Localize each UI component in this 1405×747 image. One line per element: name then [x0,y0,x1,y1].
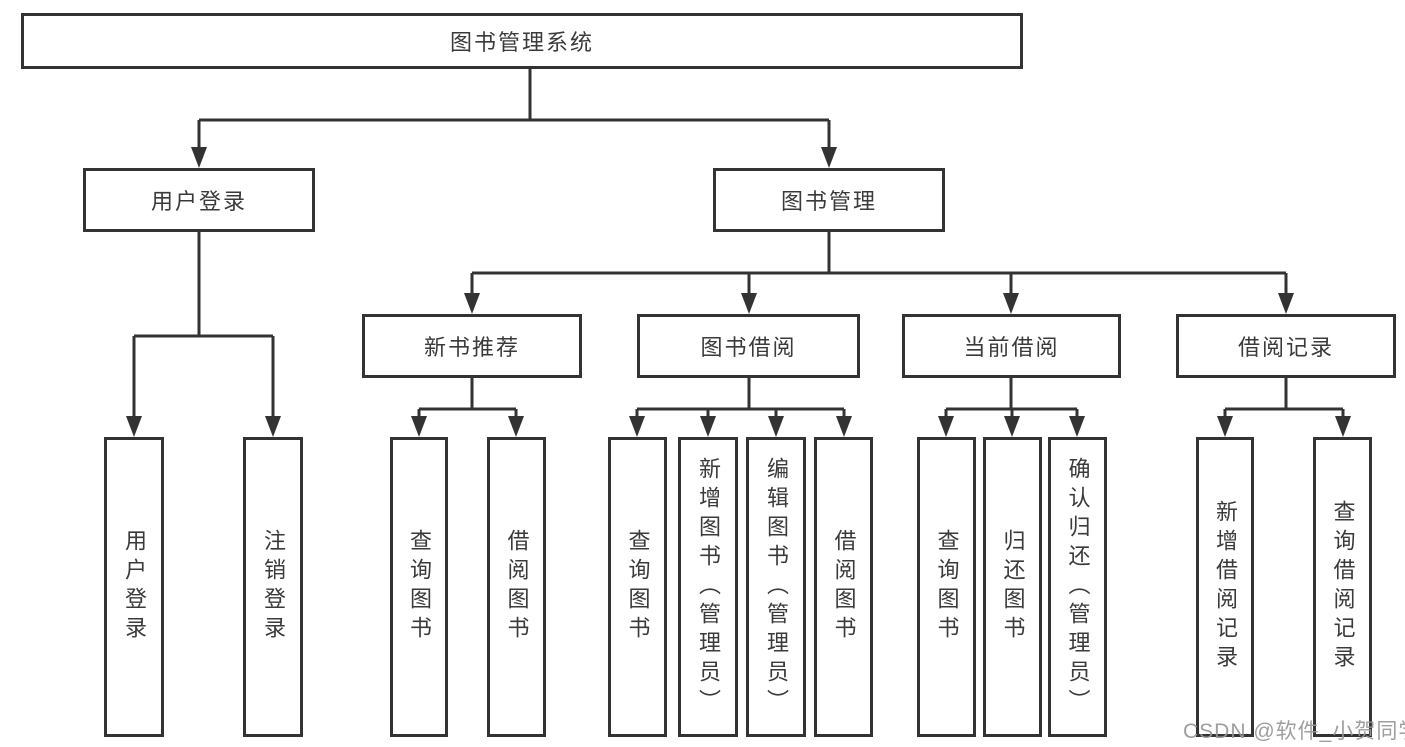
connector-book-borrow-to-leaves [635,378,846,416]
leaf-add-borrow-record: 新增借阅记录 [1196,437,1254,737]
leaf-confirm-return-admin: 确认归还（管理员） [1048,437,1107,737]
leaf-return-books: 归还图书 [983,437,1042,737]
node-root: 图书管理系统 [21,13,1023,69]
leaf-add-book-admin: 新增图书（管理员） [678,437,738,737]
node-new-book-recommend-label: 新书推荐 [423,335,520,360]
leaf-query-borrow-record: 查询借阅记录 [1313,437,1372,737]
node-book-borrow-label: 图书借阅 [700,335,797,360]
node-book-borrow: 图书借阅 [637,314,860,378]
leaf-logout: 注销登录 [243,437,303,737]
leaf-edit-book-admin: 编辑图书（管理员） [746,437,806,737]
node-book-management: 图书管理 [713,168,945,232]
leaf-query-books-recommend: 查询图书 [390,437,448,737]
leaf-borrow-books: 借阅图书 [814,437,873,737]
connector-new-book-to-leaves [417,378,518,416]
arrowheads-book-borrow-leaves [629,416,852,437]
connector-root-to-level2 [197,68,831,147]
node-user-login-label: 用户登录 [150,189,247,214]
node-new-book-recommend: 新书推荐 [362,314,582,378]
node-book-management-label: 图书管理 [780,189,877,214]
connector-book-mgmt-to-level3 [470,232,1288,293]
leaf-query-books-borrow: 查询图书 [608,437,667,737]
arrowheads-current-borrow-leaves [938,416,1085,437]
arrowheads-user-login-leaves [126,416,281,437]
connector-borrow-record-to-leaves [1223,378,1345,416]
leaf-borrow-books-recommend: 借阅图书 [487,437,546,737]
node-current-borrow-label: 当前借阅 [963,335,1060,360]
connector-current-borrow-to-leaves [944,378,1079,416]
arrowheads-level2 [191,147,837,168]
arrowheads-level3 [464,293,1294,314]
node-borrow-record-label: 借阅记录 [1237,335,1334,360]
leaf-user-login: 用户登录 [104,437,164,737]
leaf-query-books-current: 查询图书 [917,437,976,737]
node-root-label: 图书管理系统 [449,30,594,55]
connector-user-login-to-leaves [132,232,275,416]
node-borrow-record: 借阅记录 [1176,314,1396,378]
arrowheads-borrow-record-leaves [1217,416,1351,437]
node-current-borrow: 当前借阅 [902,314,1121,378]
node-user-login: 用户登录 [83,168,315,232]
arrowheads-new-book-leaves [411,416,524,437]
